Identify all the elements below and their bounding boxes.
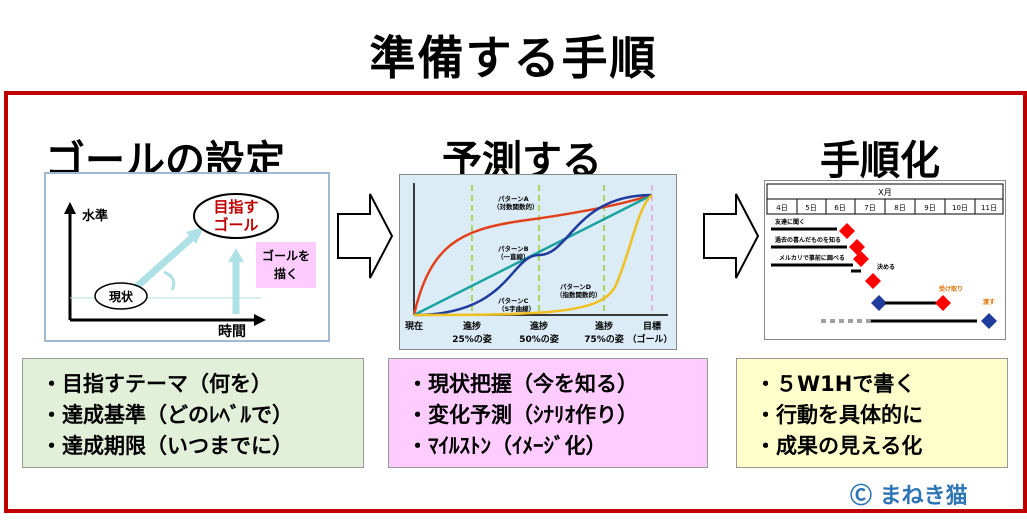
month-label: X月: [878, 188, 891, 197]
schedule-panel: X月 4日 5日 6日 7日 8日 9日 10日 11日 友達に聞く 過去の喜ん…: [764, 180, 1006, 340]
forecast-point: ・ﾏｲﾙｽﾄﾝ（ｲﾒｰｼﾞ化）: [407, 434, 607, 458]
goal-diagram-panel: 水準 時間 現状 目指す ゴール ゴールを 描く: [44, 172, 330, 342]
goal-point: ・目指すテーマ（何を）: [41, 372, 272, 396]
x-label-goal: 目標: [643, 320, 661, 332]
note-line1: ゴールを: [262, 248, 310, 263]
goal-label-line1: 目指す: [213, 198, 258, 216]
task-label: 友達に聞く: [774, 218, 805, 226]
pattern-d-line: [413, 193, 653, 317]
day-label: 6日: [834, 204, 845, 212]
procedure-point: ・５W1Hで書く: [755, 372, 916, 396]
forecast-points-box: ・現状把握（今を知る） ・変化予測（ｼﾅﾘｵ作り） ・ﾏｲﾙｽﾄﾝ（ｲﾒｰｼﾞ化…: [388, 358, 708, 468]
task-label: 過去の喜んだものを知る: [774, 236, 841, 244]
pattern-a-label: パターンA: [498, 194, 529, 203]
arrow-right-icon: [703, 193, 760, 279]
pattern-a-line: [412, 193, 653, 316]
x-label-now: 現在: [405, 320, 423, 332]
goal-points-box: ・目指すテーマ（何を） ・達成基準（どのﾚﾍﾞﾙで） ・達成期限（いつまでに）: [22, 358, 364, 468]
day-label: 7日: [864, 204, 875, 212]
copyright: Ⓒ まねき猫: [850, 484, 968, 509]
x-label-goal-sub: （ゴール）: [627, 333, 672, 345]
pattern-b-sub: （一直線）: [497, 252, 530, 261]
x-label-25: 進捗: [463, 320, 481, 332]
outer-frame: [4, 91, 1027, 513]
task-label: 決める: [877, 263, 895, 271]
procedure-points-box: ・５W1Hで書く ・行動を具体的に ・成果の見える化: [736, 358, 1008, 468]
task-label: メルカリで事前に調べる: [779, 254, 845, 262]
procedure-point: ・成果の見える化: [755, 434, 923, 458]
note-line2: 描く: [274, 266, 298, 281]
day-label: 5日: [805, 204, 816, 212]
task-label: 受け取り: [939, 285, 963, 293]
pattern-b-label: パターンB: [498, 244, 529, 253]
forecast-chart: パターンA （対数関数的） パターンB （一直線） パターンC （S字曲線） パ…: [405, 183, 673, 345]
pattern-c-label: パターンC: [498, 296, 529, 305]
task-label: 渡す: [983, 298, 995, 306]
current-label: 現状: [109, 289, 134, 304]
x-label-75: 進捗: [595, 320, 613, 332]
page-title: 準備する手順: [369, 31, 658, 85]
pattern-c-sub: （S字曲線）: [498, 304, 535, 313]
day-label: 11日: [981, 204, 997, 212]
day-label: 8日: [894, 204, 905, 212]
day-label: 10日: [952, 204, 968, 212]
schedule-chart: X月 4日 5日 6日 7日 8日 9日 10日 11日 友達に聞く 過去の喜ん…: [766, 183, 1004, 329]
day-label: 4日: [776, 204, 787, 212]
x-label-75-sub: 75%の姿: [584, 333, 624, 345]
goal-diagram: 水準 時間 現状 目指す ゴール ゴールを 描く: [64, 193, 316, 340]
pattern-a-sub: （対数関数的）: [493, 202, 539, 211]
y-axis-label: 水準: [82, 208, 108, 224]
forecast-point: ・変化予測（ｼﾅﾘｵ作り）: [407, 403, 638, 427]
forecast-chart-panel: パターンA （対数関数的） パターンB （一直線） パターンC （S字曲線） パ…: [399, 174, 677, 350]
goal-label-line2: ゴール: [213, 216, 258, 234]
x-axis-label: 時間: [218, 323, 246, 340]
heading-procedure: 手順化: [820, 138, 940, 184]
goal-point: ・達成期限（いつまでに）: [41, 434, 293, 458]
procedure-point: ・行動を具体的に: [755, 403, 923, 427]
x-label-50-sub: 50%の姿: [519, 333, 559, 345]
pattern-d-label: パターンD: [560, 282, 592, 291]
x-label-25-sub: 25%の姿: [452, 333, 492, 345]
pattern-c-line: [413, 193, 653, 317]
goal-point: ・達成基準（どのﾚﾍﾞﾙで）: [41, 403, 293, 427]
forecast-point: ・現状把握（今を知る）: [407, 372, 638, 396]
day-label: 9日: [924, 204, 935, 212]
arrow-right-icon: [337, 193, 394, 279]
pattern-d-sub: （指数関数的）: [556, 290, 602, 299]
x-label-50: 進捗: [530, 320, 548, 332]
